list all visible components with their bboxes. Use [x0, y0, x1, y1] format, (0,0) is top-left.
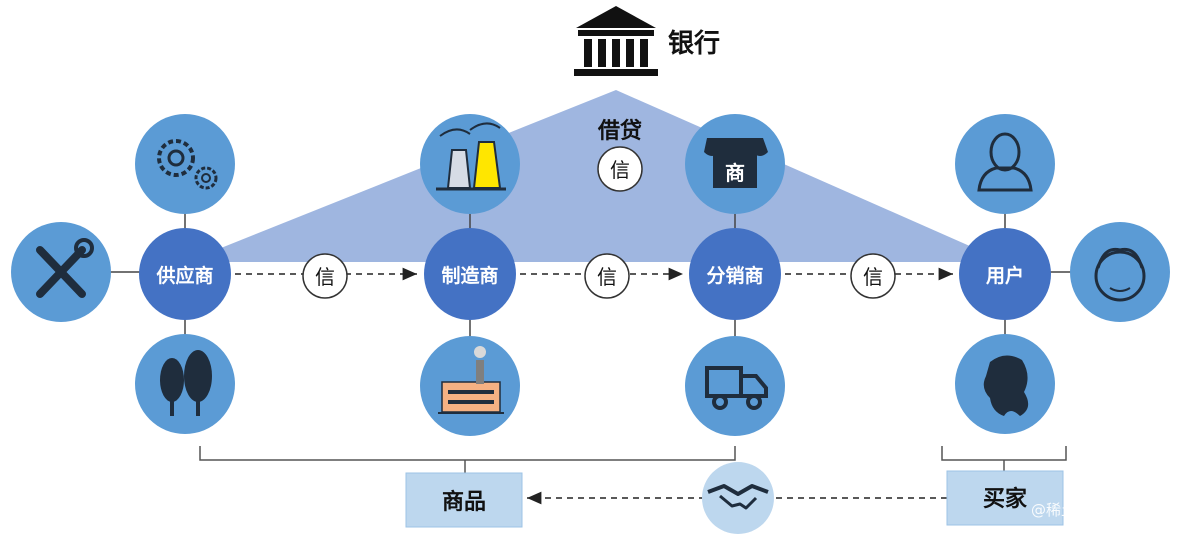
bank-icon: [574, 6, 658, 76]
credit-badge-text: 信: [863, 265, 883, 289]
loan-credit-badge-text: 信: [610, 158, 630, 182]
goods-box: 商品: [405, 472, 523, 528]
factory-icon: [420, 336, 520, 436]
credit-badge-text: 信: [597, 265, 617, 289]
shop-icon: 商: [685, 114, 785, 214]
node-distributor: 分销商: [689, 228, 781, 320]
buyer-box: 买家: [946, 470, 1064, 526]
node-supplier-label: 供应商: [155, 264, 213, 287]
goods-label: 商品: [442, 489, 486, 515]
buyer-label: 买家: [983, 486, 1028, 512]
chimneys-icon: [420, 114, 520, 214]
node-distributor-label: 分销商: [706, 264, 763, 287]
loan-credit-badge: 信: [597, 146, 643, 192]
goods-bracket: [199, 446, 736, 476]
credit-badge: 信: [850, 253, 896, 299]
credit-badge: 信: [302, 253, 348, 299]
woman-icon: [955, 334, 1055, 434]
loan-label: 借贷: [597, 118, 642, 144]
credit-badge-text: 信: [315, 265, 335, 289]
shop-icon-text: 商: [725, 161, 745, 185]
truck-icon: [685, 336, 785, 436]
node-manufacturer-label: 制造商: [441, 264, 498, 287]
person-icon: [955, 114, 1055, 214]
handshake-icon: [702, 462, 774, 534]
node-user-label: 用户: [986, 264, 1024, 287]
credit-triangle: [186, 90, 1006, 262]
watermark: @稀土掘金技术社区: [1031, 501, 1166, 519]
gears-icon: [135, 114, 235, 214]
node-manufacturer: 制造商: [424, 228, 516, 320]
boy-face-icon: [1070, 222, 1170, 322]
credit-badge: 信: [584, 253, 630, 299]
bank-label: 银行: [668, 28, 720, 59]
trees-icon: [135, 334, 235, 434]
node-supplier: 供应商: [139, 228, 231, 320]
node-user: 用户: [959, 228, 1051, 320]
tools-icon: [11, 222, 111, 322]
